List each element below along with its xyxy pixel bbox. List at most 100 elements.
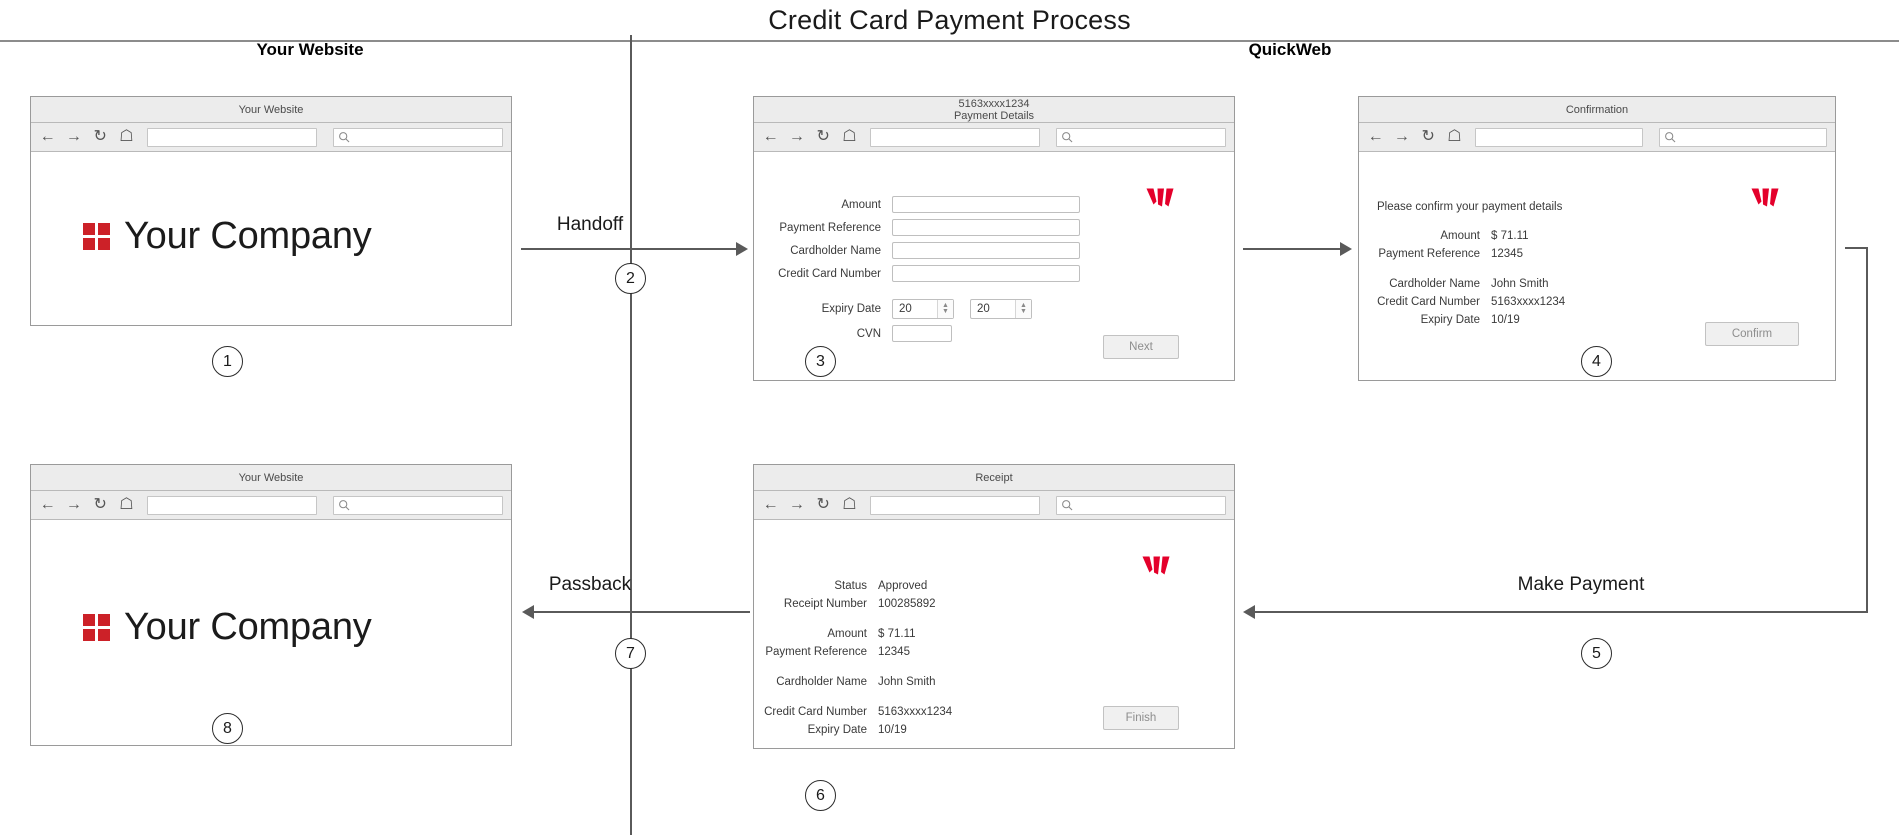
lane-divider (630, 35, 632, 835)
detail-label: Expiry Date (807, 724, 867, 736)
back-icon[interactable]: ← (762, 128, 779, 145)
arrow-passback-line (534, 611, 750, 613)
back-icon[interactable]: ← (39, 496, 56, 513)
detail-label: Expiry Date (1420, 314, 1480, 326)
step-circle-4: 4 (1581, 346, 1612, 377)
detail-row-spacer (746, 664, 952, 676)
field-row-expiry-date: Expiry Date 20 ▲▼ 20 ▲▼ (764, 299, 1080, 319)
search-input[interactable] (1055, 495, 1226, 515)
window-title: 5163xxxx1234 (958, 97, 1030, 110)
detail-row-expiry-date: Expiry Date 10/19 (1359, 314, 1565, 332)
reload-icon[interactable]: ↻ (93, 128, 107, 145)
home-icon[interactable]: ☖ (842, 128, 857, 145)
search-icon (1062, 499, 1073, 510)
titlebar-receipt: Receipt (754, 465, 1234, 491)
credit-card-number-input[interactable] (892, 265, 1080, 282)
detail-label: Credit Card Number (764, 706, 867, 718)
url-input[interactable] (147, 495, 317, 515)
detail-row-cardholder-name: Cardholder Name John Smith (1359, 278, 1565, 296)
detail-value: 12345 (878, 646, 910, 658)
detail-row-spacer (746, 694, 952, 706)
search-icon (1665, 131, 1676, 142)
titlebar-payment-details: 5163xxxx1234 Payment Details (754, 97, 1234, 123)
detail-label: Payment Reference (1378, 248, 1480, 260)
westpac-logo-icon (1146, 188, 1174, 207)
confirm-intro-text: Please confirm your payment details (1377, 201, 1563, 213)
confirm-button[interactable]: Confirm (1705, 322, 1799, 346)
westpac-logo-icon (1142, 556, 1170, 575)
back-icon[interactable]: ← (762, 496, 779, 513)
navbar-site-top: ← → ↻ ☖ (31, 123, 511, 152)
search-input[interactable] (1055, 127, 1226, 147)
payment-reference-input[interactable] (892, 219, 1080, 236)
field-row-payment-reference: Payment Reference (764, 219, 1080, 236)
url-input[interactable] (870, 127, 1040, 147)
detail-row-credit-card-number: Credit Card Number 5163xxxx1234 (746, 706, 952, 724)
window-title: Your Website (238, 471, 304, 484)
arrow-label-passback: Passback (548, 574, 632, 595)
search-input[interactable] (332, 495, 503, 515)
forward-icon[interactable]: → (1393, 128, 1410, 145)
finish-button[interactable]: Finish (1103, 706, 1179, 730)
arrow-make-payment-line (1255, 611, 1868, 613)
viewport-payment-details: Amount Payment Reference Cardholder Name… (754, 152, 1234, 380)
detail-label: Amount (1440, 230, 1480, 242)
detail-value: John Smith (878, 676, 936, 688)
detail-value: $ 71.11 (878, 628, 916, 640)
stepper-arrows-icon[interactable]: ▲▼ (1015, 300, 1031, 318)
forward-icon[interactable]: → (65, 128, 82, 145)
browser-window-receipt: Receipt ← → ↻ ☖ Status (753, 464, 1235, 749)
field-label: Expiry Date (821, 303, 881, 315)
navbar-receipt: ← → ↻ ☖ (754, 491, 1234, 520)
detail-row-spacer (746, 616, 952, 628)
field-label: Cardholder Name (790, 244, 881, 257)
home-icon[interactable]: ☖ (842, 496, 857, 513)
cvn-input[interactable] (892, 325, 952, 342)
amount-input[interactable] (892, 196, 1080, 213)
westpac-logo-icon (1751, 188, 1779, 207)
company-logo: Your Company (83, 215, 372, 258)
cardholder-name-input[interactable] (892, 242, 1080, 259)
window-subtitle: Payment Details (953, 109, 1035, 122)
home-icon[interactable]: ☖ (119, 496, 134, 513)
forward-icon[interactable]: → (788, 496, 805, 513)
expiry-spinners: 20 ▲▼ 20 ▲▼ (892, 299, 1032, 319)
step-circle-6: 6 (805, 780, 836, 811)
field-label: Credit Card Number (778, 267, 881, 280)
detail-value: John Smith (1491, 278, 1549, 290)
search-input[interactable] (332, 127, 503, 147)
home-icon[interactable]: ☖ (1447, 128, 1462, 145)
lane-label-quickweb: QuickWeb (1248, 40, 1332, 59)
back-icon[interactable]: ← (1367, 128, 1384, 145)
navbar-payment-details: ← → ↻ ☖ (754, 123, 1234, 152)
url-input[interactable] (870, 495, 1040, 515)
detail-row-receipt-number: Receipt Number 100285892 (746, 598, 952, 616)
field-label: Amount (841, 198, 881, 211)
detail-label: Payment Reference (765, 646, 867, 658)
step-circle-7: 7 (615, 638, 646, 669)
arrow-confirm-line (1243, 248, 1343, 250)
detail-row-spacer (1359, 266, 1565, 278)
stepper-arrows-icon[interactable]: ▲▼ (937, 300, 953, 318)
detail-label: Status (834, 580, 867, 592)
window-title: Your Website (238, 103, 304, 116)
back-icon[interactable]: ← (39, 128, 56, 145)
detail-row-cardholder-name: Cardholder Name John Smith (746, 676, 952, 694)
detail-row-status: Status Approved (746, 580, 952, 598)
arrow-make-payment-entry (1845, 247, 1868, 249)
next-button[interactable]: Next (1103, 335, 1179, 359)
expiry-month-stepper[interactable]: 20 ▲▼ (892, 299, 954, 319)
reload-icon[interactable]: ↻ (816, 496, 830, 513)
search-input[interactable] (1658, 127, 1828, 147)
url-input[interactable] (147, 127, 317, 147)
reload-icon[interactable]: ↻ (93, 496, 107, 513)
url-input[interactable] (1475, 127, 1643, 147)
forward-icon[interactable]: → (65, 496, 82, 513)
reload-icon[interactable]: ↻ (816, 128, 830, 145)
expiry-year-stepper[interactable]: 20 ▲▼ (970, 299, 1032, 319)
step-circle-5: 5 (1581, 638, 1612, 669)
home-icon[interactable]: ☖ (119, 128, 134, 145)
arrow-passback-head (522, 605, 534, 619)
reload-icon[interactable]: ↻ (1421, 128, 1435, 145)
forward-icon[interactable]: → (788, 128, 805, 145)
